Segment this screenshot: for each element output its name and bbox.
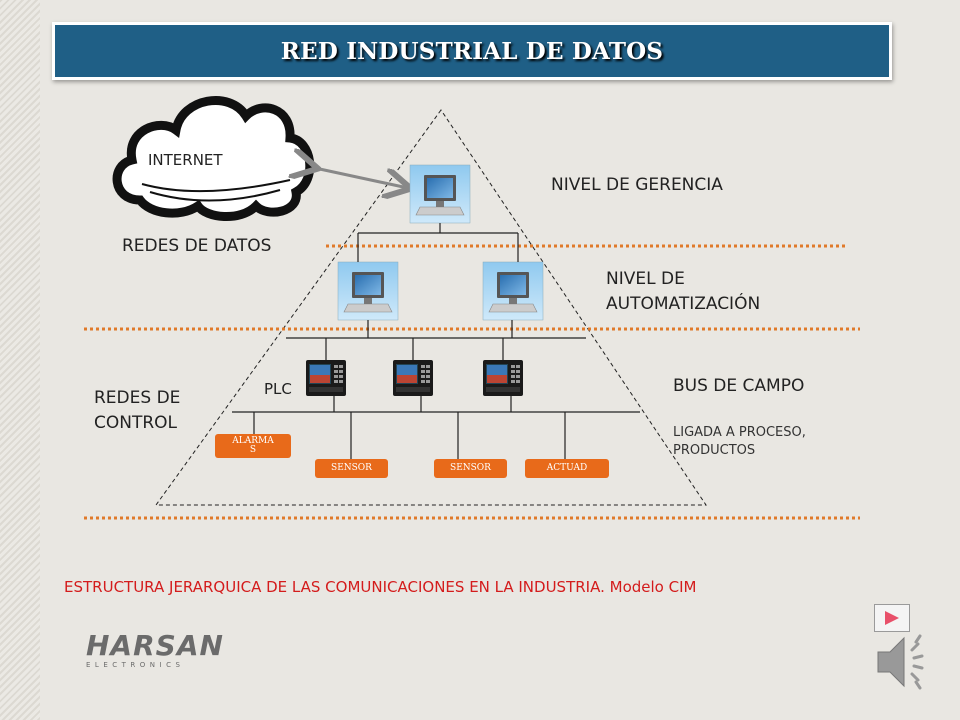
alarmas-box: ALARMA S <box>215 434 291 458</box>
redes-datos-label: REDES DE DATOS <box>122 236 272 256</box>
left-decorative-stripe <box>0 0 40 720</box>
sensor-label-1: SENSOR <box>331 463 372 473</box>
bus-campo-label: BUS DE CAMPO <box>673 376 805 396</box>
level-automatizacion-label-2: AUTOMATIZACIÓN <box>606 294 761 314</box>
internet-label: INTERNET <box>148 151 223 169</box>
plc-panel-icon <box>483 360 523 396</box>
network-lines <box>232 223 640 459</box>
computer-icon <box>409 164 471 224</box>
alarmas-label-2: S <box>249 445 257 455</box>
logo-sub: ELECTRONICS <box>86 661 185 669</box>
internet-link-arrow <box>315 168 408 188</box>
cloud-icon <box>112 96 315 222</box>
computer-icon <box>337 261 399 321</box>
harsan-logo: HARSAN ELECTRONICS <box>86 629 224 670</box>
title-banner: RED INDUSTRIAL DE DATOS <box>52 22 892 80</box>
plc-panel-icon <box>306 360 346 396</box>
sensor-label-2: SENSOR <box>450 463 491 473</box>
redes-control-label-1: REDES DE <box>94 388 181 408</box>
plc-label: PLC <box>264 380 292 398</box>
computer-icon <box>482 261 544 321</box>
page-title: RED INDUSTRIAL DE DATOS <box>280 37 664 65</box>
next-slide-button[interactable] <box>874 604 910 632</box>
redes-control-label-2: CONTROL <box>94 413 178 433</box>
actuador-box: ACTUAD <box>525 459 609 478</box>
title-bar: RED INDUSTRIAL DE DATOS <box>55 25 889 77</box>
sensor-box-2: SENSOR <box>434 459 507 478</box>
logo-word: HARSAN <box>86 629 224 662</box>
ligada-label-2: PRODUCTOS <box>673 443 756 458</box>
next-slide-icon <box>885 611 899 625</box>
alarmas-label-1: ALARMA <box>232 436 274 446</box>
sensor-box-1: SENSOR <box>315 459 388 478</box>
speaker-icon[interactable] <box>872 632 940 692</box>
actuador-label: ACTUAD <box>546 463 588 473</box>
ligada-label-1: LIGADA A PROCESO, <box>673 425 806 440</box>
diagram-caption: ESTRUCTURA JERARQUICA DE LAS COMUNICACIO… <box>64 578 697 596</box>
cloud-inner-lines <box>141 179 291 202</box>
level-gerencia-label: NIVEL DE GERENCIA <box>551 175 723 195</box>
level-automatizacion-label-1: NIVEL DE <box>606 269 685 289</box>
plc-panel-icon <box>393 360 433 396</box>
pyramid-outline <box>155 109 707 506</box>
